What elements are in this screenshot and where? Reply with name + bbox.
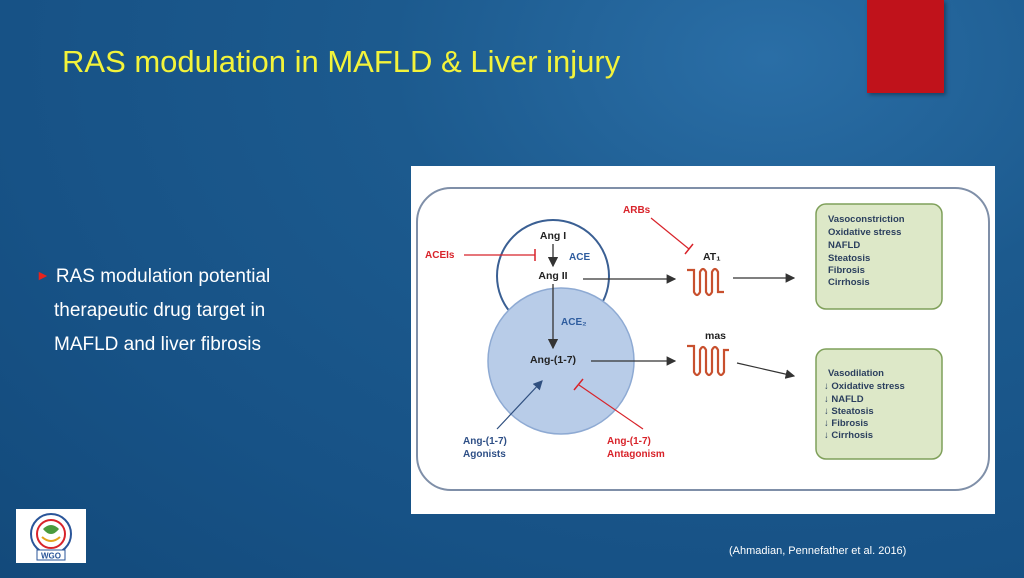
bullet-text: ►RAS modulation potential therapeutic dr… bbox=[36, 258, 336, 362]
mas-effects-box bbox=[815, 348, 943, 460]
antagonism-inhibition-bar bbox=[573, 378, 584, 391]
mas-to-effects-arrow bbox=[736, 362, 796, 379]
antagonism-label-line2: Antagonism bbox=[607, 449, 665, 460]
accent-tab bbox=[867, 0, 944, 93]
ras-pathway-figure: Ang I ACE Ang II ACE₂ Ang-(1-7) ACEIs AR… bbox=[411, 166, 995, 514]
agonists-arrow bbox=[496, 380, 543, 430]
antagonism-inhibition-line bbox=[578, 384, 644, 430]
slide-title: RAS modulation in MAFLD & Liver injury bbox=[62, 44, 621, 79]
arbs-inhibition-bar bbox=[684, 243, 694, 255]
mas-effect-item: ↓ Oxidative stress bbox=[824, 381, 905, 392]
at1-receptor-icon bbox=[687, 267, 724, 297]
at1-effect-item: Fibrosis bbox=[828, 265, 865, 276]
mas-effect-item: ↓ Fibrosis bbox=[824, 418, 868, 429]
ang1-label: Ang I bbox=[540, 230, 566, 242]
ace2-label: ACE₂ bbox=[561, 317, 587, 328]
mas-effect-item: ↓ NAFLD bbox=[824, 394, 864, 405]
bullet-line-3: MAFLD and liver fibrosis bbox=[54, 334, 261, 355]
diagram-frame bbox=[416, 187, 990, 491]
wgo-logo-icon: WGO bbox=[30, 513, 72, 561]
agonists-label-line2: Agonists bbox=[463, 449, 506, 460]
at1-effect-item: Vasoconstriction bbox=[828, 214, 905, 225]
bullet-arrow-icon: ► bbox=[36, 267, 50, 283]
bullet-line-2: therapeutic drug target in bbox=[54, 300, 266, 321]
citation: (Ahmadian, Pennefather et al. 2016) bbox=[729, 545, 907, 557]
agonists-label-line1: Ang-(1-7) bbox=[463, 436, 507, 447]
arbs-inhibition-line bbox=[650, 217, 690, 250]
arbs-label: ARBs bbox=[623, 205, 651, 216]
at1-effect-item: Cirrhosis bbox=[828, 277, 870, 288]
at1-effects-box bbox=[815, 203, 943, 310]
logo-text: WGO bbox=[41, 552, 61, 561]
ras-pathway-diagram: Ang I ACE Ang II ACE₂ Ang-(1-7) ACEIs AR… bbox=[416, 187, 990, 491]
at1-effect-item: Steatosis bbox=[828, 253, 870, 264]
bullet-line-1: ►RAS modulation potential bbox=[36, 266, 271, 287]
at1-label: AT₁ bbox=[703, 251, 721, 263]
ace-label: ACE bbox=[569, 252, 590, 263]
at1-effects-list: Vasoconstriction Oxidative stress NAFLD … bbox=[828, 214, 905, 288]
wgo-logo: WGO bbox=[16, 509, 86, 563]
mas-effect-item: ↓ Steatosis bbox=[824, 406, 874, 417]
mas-effects-list: Vasodilation ↓ Oxidative stress ↓ NAFLD … bbox=[824, 368, 905, 441]
ang2-label: Ang II bbox=[538, 270, 567, 282]
ang17-label: Ang-(1-7) bbox=[530, 354, 576, 366]
aceis-label: ACEIs bbox=[425, 250, 455, 261]
mas-effect-item: ↓ Cirrhosis bbox=[824, 430, 873, 441]
at1-effect-item: NAFLD bbox=[828, 240, 860, 251]
at1-effect-item: Oxidative stress bbox=[828, 227, 901, 238]
antagonism-label-line1: Ang-(1-7) bbox=[607, 436, 651, 447]
mas-effect-item: Vasodilation bbox=[828, 368, 884, 379]
mas-receptor-icon bbox=[687, 344, 729, 377]
mas-label: mas bbox=[705, 330, 726, 342]
